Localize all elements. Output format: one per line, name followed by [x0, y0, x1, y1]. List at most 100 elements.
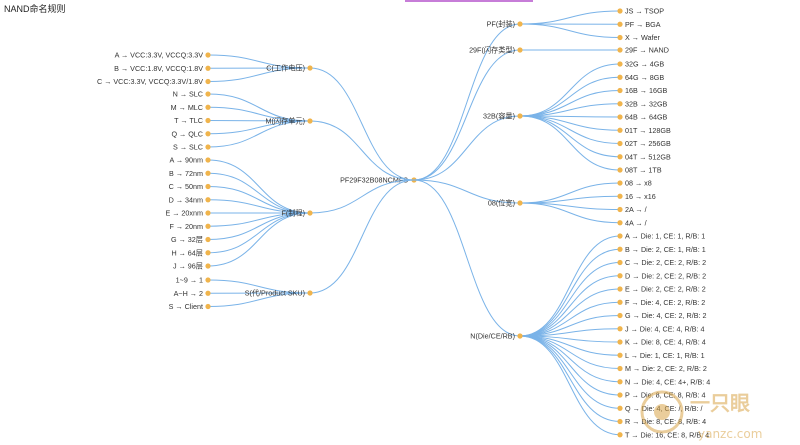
leaf-dot-left-0-2[interactable]	[205, 78, 211, 85]
leaf-dot-right-2-7[interactable]	[617, 154, 623, 160]
edge-left-2-7	[207, 212, 311, 254]
leaf-dot-right-2-6[interactable]	[617, 140, 623, 147]
leaf-dot-left-2-6[interactable]	[205, 236, 211, 243]
leaf-dot-right-0-1[interactable]	[617, 21, 623, 27]
leaf-label-right-4-14: R → Die: 8, CE: 8, R/B: 4	[625, 417, 706, 426]
leaf-dot-right-4-9[interactable]	[617, 352, 623, 358]
edge-right-2-7	[519, 115, 621, 158]
edge-right-4-14	[519, 335, 621, 422]
leaf-dot-right-4-10[interactable]	[617, 365, 623, 372]
branch-label-right-4: N(Die/CE/RB)	[470, 332, 515, 341]
leaf-dot-right-4-11[interactable]	[617, 379, 623, 385]
leaf-dot-left-1-4[interactable]	[205, 144, 211, 150]
edge-right-2-1	[519, 76, 621, 117]
leaf-dot-left-1-3[interactable]	[205, 131, 211, 137]
leaf-dot-left-2-7[interactable]	[205, 250, 211, 256]
edge-right-4-0	[519, 235, 621, 337]
branch-dot-left-2[interactable]	[307, 210, 313, 216]
leaf-dot-left-1-1[interactable]	[205, 104, 211, 110]
leaf-dot-right-4-5[interactable]	[617, 299, 623, 305]
branch-dot-right-1[interactable]	[517, 47, 523, 53]
leaf-dot-left-2-0[interactable]	[205, 157, 211, 163]
leaf-dot-right-3-2[interactable]	[617, 206, 623, 213]
leaf-label-right-2-6: 02T → 256GB	[625, 139, 671, 148]
leaf-dot-left-3-0[interactable]	[205, 277, 211, 283]
leaf-dot-left-3-1[interactable]	[205, 290, 211, 296]
branch-dot-right-4[interactable]	[517, 333, 523, 339]
leaf-dot-right-4-2[interactable]	[617, 259, 623, 266]
branch-dot-right-2[interactable]	[517, 113, 523, 119]
edge-left-2-0	[207, 159, 311, 214]
leaf-label-right-4-10: M → Die: 2, CE: 2, R/B: 2	[625, 364, 707, 373]
leaf-dot-right-4-15[interactable]	[617, 432, 623, 438]
branch-dot-right-0[interactable]	[517, 21, 523, 27]
leaf-dot-right-2-4[interactable]	[617, 114, 623, 120]
edge-right-4-4	[519, 288, 621, 337]
leaf-dot-left-0-0[interactable]	[205, 52, 211, 58]
leaf-label-right-1-0: 29F → NAND	[625, 46, 669, 55]
edge-right-4-11	[519, 335, 621, 383]
leaf-dot-right-2-2[interactable]	[617, 87, 623, 94]
leaf-dot-right-2-1[interactable]	[617, 74, 623, 80]
leaf-dot-right-4-0[interactable]	[617, 233, 623, 239]
branch-dot-left-0[interactable]	[307, 65, 313, 71]
edge-left-2-8	[207, 212, 311, 267]
leaf-label-left-2-6: G → 32层	[171, 235, 203, 244]
edge-root-left-2	[309, 179, 415, 214]
edge-right-0-0	[519, 10, 621, 25]
leaf-dot-left-2-2[interactable]	[205, 183, 211, 190]
branch-dot-right-3[interactable]	[517, 200, 523, 206]
leaf-dot-right-4-4[interactable]	[617, 286, 623, 292]
leaf-dot-left-1-0[interactable]	[205, 91, 211, 97]
edge-root-right-0	[413, 23, 521, 181]
branch-dot-left-1[interactable]	[307, 118, 313, 124]
leaf-dot-right-2-5[interactable]	[617, 127, 623, 133]
branch-dot-left-3[interactable]	[307, 290, 313, 296]
leaf-dot-right-4-3[interactable]	[617, 273, 623, 279]
leaf-dot-right-3-0[interactable]	[617, 180, 623, 186]
leaf-label-right-2-1: 64G → 8GB	[625, 73, 664, 82]
edge-right-2-8	[519, 115, 621, 171]
edge-root-right-4	[413, 179, 521, 337]
leaf-dot-right-4-1[interactable]	[617, 246, 623, 252]
leaf-dot-right-4-14[interactable]	[617, 418, 623, 425]
leaf-dot-left-2-8[interactable]	[205, 263, 211, 269]
leaf-dot-left-2-1[interactable]	[205, 170, 211, 176]
leaf-label-left-1-0: N → SLC	[173, 90, 203, 99]
leaf-dot-right-2-3[interactable]	[617, 101, 623, 107]
leaf-label-right-4-7: J → Die: 4, CE: 4, R/B: 4	[625, 324, 705, 333]
leaf-label-left-1-4: S → SLC	[173, 143, 203, 152]
leaf-dot-left-0-1[interactable]	[205, 65, 211, 71]
branch-label-right-3: 08(位宽)	[488, 199, 515, 208]
leaf-label-left-2-0: A → 90nm	[169, 156, 203, 165]
branch-label-left-3: S(代/Product SKU)	[245, 289, 305, 298]
leaf-dot-right-4-7[interactable]	[617, 326, 623, 332]
leaf-label-left-2-3: D → 34nm	[169, 195, 203, 204]
edge-left-2-2	[207, 186, 311, 214]
leaf-dot-right-2-8[interactable]	[617, 167, 623, 173]
edge-left-1-4	[207, 120, 311, 148]
leaf-label-left-2-5: F → 20nm	[169, 222, 203, 231]
leaf-label-right-0-0: JS → TSOP	[625, 7, 664, 16]
leaf-label-left-2-2: C → 50nm	[169, 182, 203, 191]
leaf-dot-right-4-6[interactable]	[617, 312, 623, 319]
leaf-dot-right-4-8[interactable]	[617, 339, 623, 345]
leaf-dot-right-3-3[interactable]	[617, 220, 623, 226]
leaf-dot-left-2-4[interactable]	[205, 210, 211, 216]
leaf-label-right-4-3: D → Die: 2, CE: 2, R/B: 2	[625, 271, 706, 280]
leaf-label-left-3-1: A~H → 2	[174, 289, 203, 298]
leaf-dot-left-3-2[interactable]	[205, 303, 211, 310]
leaf-dot-left-1-2[interactable]	[205, 117, 211, 124]
leaf-dot-right-2-0[interactable]	[617, 61, 623, 67]
leaf-dot-left-2-5[interactable]	[205, 223, 211, 229]
leaf-dot-left-2-3[interactable]	[205, 197, 211, 203]
branch-label-left-1: M(闪存单元)	[265, 117, 305, 126]
leaf-dot-right-3-1[interactable]	[617, 193, 623, 199]
leaf-dot-right-0-2[interactable]	[617, 34, 623, 41]
leaf-label-left-0-2: C → VCC:3.3V, VCCQ:3.3V/1.8V	[97, 77, 203, 86]
leaf-dot-right-4-13[interactable]	[617, 405, 623, 411]
leaf-dot-right-0-0[interactable]	[617, 8, 623, 14]
leaf-dot-right-1-0[interactable]	[617, 47, 623, 53]
leaf-dot-right-4-12[interactable]	[617, 392, 623, 398]
